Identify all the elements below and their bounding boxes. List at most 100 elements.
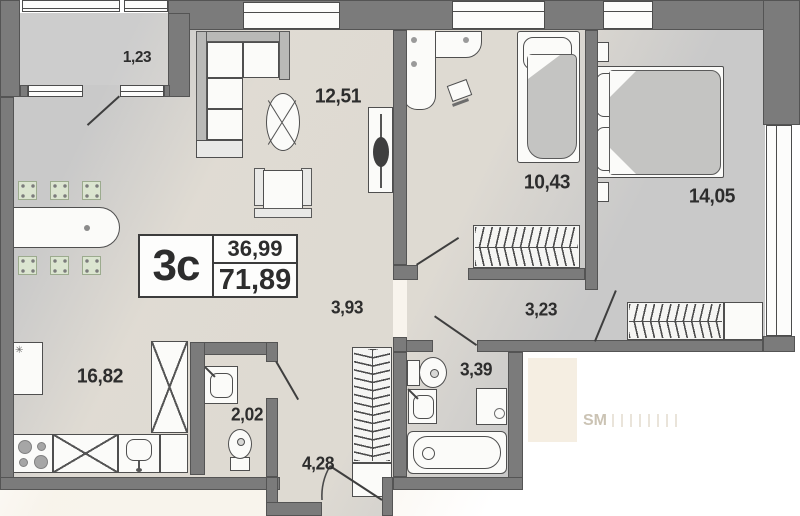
toilet-bowl: [228, 429, 252, 459]
sofa-cushion: [207, 78, 243, 109]
kitchen-counter: [160, 434, 188, 473]
bathroom-toilet: [407, 357, 447, 388]
wall: [164, 85, 170, 97]
blanket-fold: [610, 71, 636, 97]
floor-balcony-door-gap: [83, 85, 120, 97]
wall: [393, 337, 407, 352]
wardrobe-hall: [352, 347, 392, 463]
fridge: ✳: [12, 342, 43, 395]
wardrobe-hangers: [372, 349, 390, 461]
wall: [0, 0, 20, 97]
tall-cabinet-kitchen: [151, 341, 188, 433]
kitchen-sink: [118, 434, 160, 473]
tv-screen: [373, 137, 389, 167]
watermark-text: SM: [583, 412, 607, 429]
blanket-fold: [528, 55, 560, 79]
entry-door-leaf: [329, 465, 383, 501]
window: [452, 1, 545, 29]
room-area-label-corridor: 3,23: [524, 299, 558, 320]
sofa-back-top: [196, 31, 288, 42]
wall: [393, 265, 418, 280]
window: [22, 0, 120, 12]
wall: [266, 502, 322, 516]
window: [120, 85, 164, 97]
wc-corner-sink: [204, 366, 238, 404]
room-area-label-balcony: 1,23: [122, 49, 152, 66]
wardrobe-bedroom-small: [473, 225, 580, 268]
watermark-glyphs: [612, 414, 678, 427]
window: [603, 1, 653, 29]
window: [28, 85, 83, 97]
dining-table-detail: [84, 225, 90, 231]
armchair-seat: [263, 170, 303, 210]
floor-entry-threshold: [322, 502, 382, 516]
wardrobe-hangers: [475, 227, 578, 248]
sink-faucet-base: [136, 468, 142, 472]
armchair-back: [254, 208, 312, 218]
toilet-tank: [230, 457, 250, 471]
sofa-cushion: [243, 42, 279, 78]
wall: [190, 342, 205, 475]
unit-total-area: 71,89: [218, 264, 292, 296]
unit-type-label: 3c: [140, 236, 214, 296]
room-area-label-bedroom-master: 14,05: [688, 185, 736, 208]
window-frame-line: [125, 8, 167, 9]
wall: [468, 268, 585, 280]
desk-leg: [411, 61, 417, 67]
desk-leg: [463, 37, 469, 43]
wall: [393, 30, 407, 265]
dining-chair: [82, 256, 101, 275]
desk-leg: [411, 37, 417, 43]
bathtub: [407, 431, 507, 474]
dining-chair: [82, 181, 101, 200]
washer-door: [494, 408, 505, 419]
wall: [266, 342, 278, 362]
dining-chair: [18, 256, 37, 275]
cabinet-bedroom-master: [724, 302, 763, 340]
floor-corridor: [407, 280, 598, 340]
window-frame-line: [453, 11, 544, 12]
window-frame-line: [776, 126, 777, 335]
wardrobe-bedroom-master: [627, 302, 724, 340]
coffee-table: [266, 93, 300, 151]
stove-burner: [37, 442, 46, 451]
room-area-label-bathroom: 3,39: [459, 359, 493, 380]
dining-chair: [50, 256, 69, 275]
sofa-back-left: [196, 31, 207, 158]
floor-door-gap-wc: [266, 360, 278, 398]
wardrobe-hangers: [354, 349, 373, 461]
dining-chair: [50, 181, 69, 200]
wall: [393, 352, 407, 477]
stove: [12, 434, 53, 473]
room-area-label-kitchen: 16,82: [76, 365, 124, 388]
stove-burner: [19, 458, 28, 467]
toilet-bowl-dot: [237, 438, 245, 446]
unit-stamp: 3c 36,99 71,89: [138, 234, 298, 298]
room-area-label-hall: 3,93: [330, 297, 364, 318]
room-area-label-hallway-entry: 4,28: [301, 453, 335, 474]
watermark-block: [528, 358, 577, 442]
wall: [0, 477, 280, 490]
wall: [477, 340, 763, 352]
wall: [0, 97, 14, 490]
desk-side: [403, 31, 436, 110]
wall: [393, 477, 523, 490]
bathtub-drain: [422, 447, 435, 460]
tv-unit: [368, 107, 393, 193]
toilet-bowl: [419, 357, 447, 388]
bed-single-blanket: [527, 54, 577, 159]
dining-chair: [18, 181, 37, 200]
sofa-armrest: [196, 140, 243, 158]
wall: [585, 30, 598, 290]
room-area-label-living: 12,51: [314, 85, 362, 108]
unit-areas-column: 36,99 71,89: [214, 236, 296, 296]
window-frame-line: [604, 11, 652, 12]
bathtub-inner: [413, 436, 501, 469]
wall: [168, 13, 190, 97]
wall: [763, 336, 795, 352]
wc-toilet: [226, 429, 254, 473]
room-area-label-bedroom-small: 10,43: [523, 171, 571, 194]
window-frame-line: [121, 91, 163, 92]
wardrobe-hangers: [629, 321, 722, 338]
